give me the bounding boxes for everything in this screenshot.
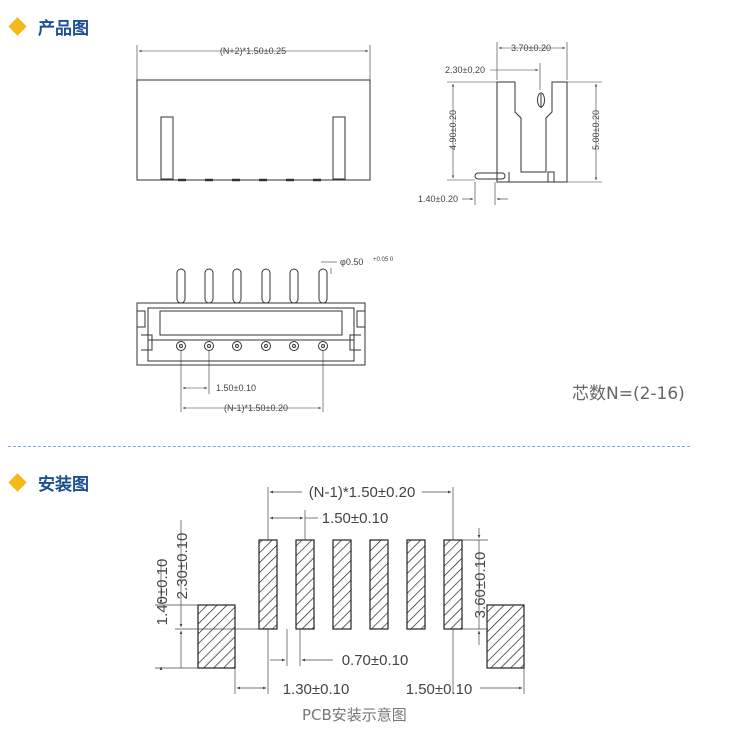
side-top-inner-label: 2.30±0.20 xyxy=(445,65,485,75)
section-title: 产品图 xyxy=(38,18,89,39)
pcb-pin-pad xyxy=(295,539,315,630)
side-view xyxy=(447,42,602,205)
section-header-product: 产品图 xyxy=(8,14,89,39)
pcb-pad-height-left-2-label: 2.30±0.10 xyxy=(174,533,191,600)
front-view xyxy=(136,45,371,182)
bottom-pitch-label: 1.50±0.10 xyxy=(216,383,256,393)
pcb-pin-pad xyxy=(332,539,352,630)
pcb-pin-pad xyxy=(443,539,463,630)
side-pin-label: 1.40±0.20 xyxy=(418,194,458,204)
pcb-side-pad-left xyxy=(197,604,236,669)
section-header-install: 安装图 xyxy=(8,470,89,495)
side-top-width-label: 3.70±0.20 xyxy=(511,43,551,53)
pin-diameter-tol-label: +0.05 0 xyxy=(373,257,394,263)
pcb-side-left-label: 1.30±0.10 xyxy=(283,681,350,698)
section-divider xyxy=(8,446,690,447)
pcb-diagram xyxy=(197,539,525,669)
section-title: 安装图 xyxy=(38,474,89,495)
side-total-height-label: 5.00±0.20 xyxy=(591,110,601,150)
pcb-pad-height-right-label: 3.60±0.10 xyxy=(472,552,489,619)
side-inner-height-label: 4.90±0.20 xyxy=(448,110,458,150)
pcb-pitch-label: 1.50±0.10 xyxy=(322,510,389,527)
bottom-total-label: (N-1)*1.50±0.20 xyxy=(224,403,288,413)
pcb-pad-height-left-1-label: 1.40±0.10 xyxy=(154,559,171,626)
pcb-side-right-label: 1.50±0.10 xyxy=(406,681,473,698)
pcb-pin-pad xyxy=(406,539,426,630)
front-width-label: (N+2)*1.50±0.25 xyxy=(220,46,286,56)
pcb-pad-width-label: 0.70±0.10 xyxy=(342,652,409,669)
pcb-side-pad-right xyxy=(486,604,525,669)
pcb-total-label: (N-1)*1.50±0.20 xyxy=(309,484,416,501)
core-count-label: 芯数N=(2-16) xyxy=(572,384,685,404)
bottom-view xyxy=(136,261,366,412)
pcb-pin-pad xyxy=(369,539,389,630)
pcb-pin-pad xyxy=(258,539,278,630)
pin-diameter-label: φ0.50 xyxy=(340,257,363,267)
pcb-caption: PCB安装示意图 xyxy=(302,706,407,724)
